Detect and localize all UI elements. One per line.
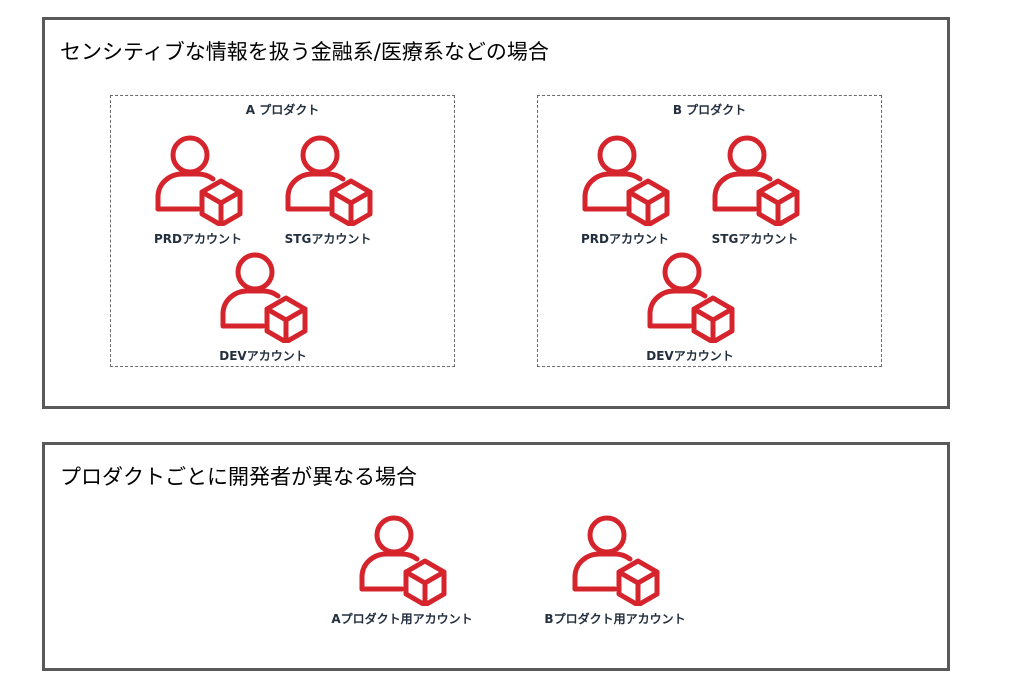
panel-title: センシティブな情報を扱う金融系/医療系などの場合 (60, 40, 549, 64)
product-b-account: Bプロダクト用アカウント (535, 511, 695, 627)
account-icon (278, 131, 378, 226)
group-label: A プロダクト (245, 103, 320, 117)
account-label: STGアカウント (284, 232, 372, 246)
account-label: DEVアカウント (646, 349, 734, 363)
product-a-group: A プロダクト PRDアカウント STGアカウント DEVアカウント (110, 95, 455, 367)
sensitive-industry-panel: センシティブな情報を扱う金融系/医療系などの場合 A プロダクト PRDアカウン… (42, 17, 950, 409)
panel-title: プロダクトごとに開発者が異なる場合 (60, 465, 417, 489)
dev-account: DEVアカウント (183, 248, 343, 364)
prd-account: PRDアカウント (545, 131, 705, 247)
account-icon (565, 511, 665, 606)
account-icon (148, 131, 248, 226)
account-icon (213, 248, 313, 343)
account-label: DEVアカウント (219, 349, 307, 363)
account-icon (640, 248, 740, 343)
account-icon (705, 131, 805, 226)
account-label: PRDアカウント (154, 232, 242, 246)
account-label: Bプロダクト用アカウント (544, 612, 686, 626)
account-label: PRDアカウント (581, 232, 669, 246)
group-label: B プロダクト (672, 103, 747, 117)
per-product-developer-panel: プロダクトごとに開発者が異なる場合 Aプロダクト用アカウント Bプロダクト用アカ… (42, 442, 950, 671)
account-icon (352, 511, 452, 606)
product-a-account: Aプロダクト用アカウント (322, 511, 482, 627)
stg-account: STGアカウント (248, 131, 408, 247)
prd-account: PRDアカウント (118, 131, 278, 247)
account-label: Aプロダクト用アカウント (331, 612, 473, 626)
dev-account: DEVアカウント (610, 248, 770, 364)
product-b-group: B プロダクト PRDアカウント STGアカウント DEVアカウント (537, 95, 882, 367)
stg-account: STGアカウント (675, 131, 835, 247)
account-label: STGアカウント (711, 232, 799, 246)
account-icon (575, 131, 675, 226)
